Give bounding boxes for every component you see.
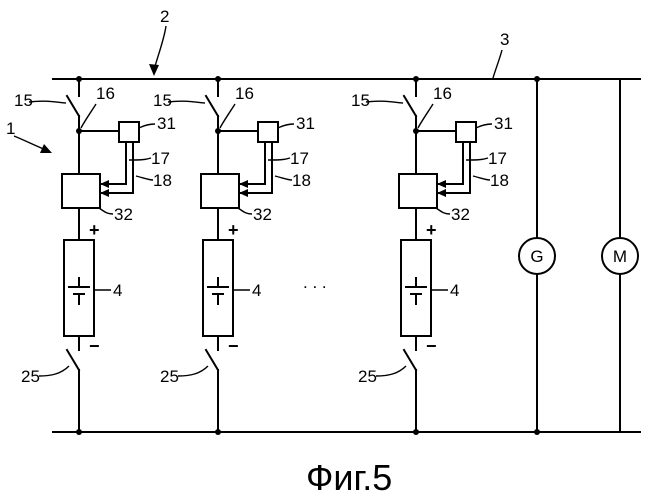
- arrow-18: [239, 189, 248, 197]
- leader-1: [14, 136, 46, 150]
- controller-32: [201, 174, 239, 208]
- battery-module: 15 16 31 17 18 32 4 25 + −: [14, 76, 176, 435]
- leader-18: [473, 176, 490, 180]
- label-15: 15: [351, 91, 370, 110]
- label-15: 15: [153, 91, 172, 110]
- label-plus: +: [228, 220, 239, 240]
- arrow-17: [239, 180, 248, 188]
- arrow-2: [149, 64, 159, 76]
- label-16: 16: [235, 84, 254, 103]
- signal-line-17: [240, 142, 265, 184]
- junction-top: [413, 76, 419, 82]
- label-31: 31: [494, 114, 513, 133]
- label-bus-3: 3: [500, 30, 509, 49]
- arrow-18: [100, 189, 109, 197]
- label-4: 4: [113, 281, 122, 300]
- junction-top: [215, 76, 221, 82]
- label-16: 16: [96, 84, 115, 103]
- label-minus: −: [228, 336, 239, 356]
- junction-bottom: [413, 429, 419, 435]
- battery-module: 15 16 31 17 18 32 4 25 + −: [351, 76, 513, 435]
- label-17: 17: [290, 149, 309, 168]
- label-32: 32: [253, 205, 272, 224]
- leader-25: [39, 366, 69, 376]
- generator-label: G: [530, 247, 543, 266]
- leader-31: [139, 124, 155, 128]
- label-15: 15: [14, 91, 33, 110]
- junction-bottom: [76, 429, 82, 435]
- leader-32: [99, 208, 113, 214]
- figure-caption: Фиг.5: [306, 457, 392, 498]
- leader-16: [418, 104, 433, 128]
- leader-18: [136, 176, 153, 180]
- controller-32: [62, 174, 100, 208]
- sensor-31: [456, 122, 476, 142]
- leader-15: [29, 101, 66, 103]
- leader-31: [278, 124, 294, 128]
- label-25: 25: [160, 367, 179, 386]
- label-minus: −: [89, 336, 100, 356]
- motor-label: M: [613, 247, 627, 266]
- label-32: 32: [451, 205, 470, 224]
- leader-15: [168, 101, 205, 103]
- signal-line-17: [101, 142, 126, 184]
- leader-15: [366, 101, 403, 103]
- battery-module: 15 16 31 17 18 32 4 25 + −: [153, 76, 315, 435]
- label-minus: −: [426, 336, 437, 356]
- label-system-2: 2: [160, 7, 169, 26]
- arrow-17: [100, 180, 109, 188]
- junction-top: [76, 76, 82, 82]
- label-18: 18: [292, 171, 311, 190]
- switch-15-blade: [67, 96, 79, 116]
- label-16: 16: [433, 84, 452, 103]
- leader-18: [275, 176, 292, 180]
- leader-2: [154, 26, 166, 70]
- controller-32: [399, 174, 437, 208]
- leader-25: [376, 366, 406, 376]
- junction-generator-top: [534, 76, 540, 82]
- leader-32: [436, 208, 450, 214]
- label-plus: +: [426, 220, 437, 240]
- sensor-31: [119, 122, 139, 142]
- junction-generator-bottom: [534, 429, 540, 435]
- signal-line-17: [438, 142, 463, 184]
- junction-bottom: [215, 429, 221, 435]
- label-18: 18: [153, 171, 172, 190]
- label-31: 31: [296, 114, 315, 133]
- label-4: 4: [450, 281, 459, 300]
- leader-3: [493, 50, 502, 78]
- label-25: 25: [21, 367, 40, 386]
- leader-31: [476, 124, 492, 128]
- switch-15-blade: [404, 96, 416, 116]
- arrow-18: [437, 189, 446, 197]
- label-plus: +: [89, 220, 100, 240]
- leader-25: [178, 366, 208, 376]
- label-18: 18: [490, 171, 509, 190]
- arrow-17: [437, 180, 446, 188]
- ellipsis: . . .: [303, 273, 327, 292]
- switch-15-blade: [206, 96, 218, 116]
- leader-16: [81, 104, 96, 128]
- label-32: 32: [114, 205, 133, 224]
- sensor-31: [258, 122, 278, 142]
- label-25: 25: [358, 367, 377, 386]
- label-17: 17: [488, 149, 507, 168]
- leader-16: [220, 104, 235, 128]
- label-31: 31: [157, 114, 176, 133]
- label-module-1: 1: [6, 119, 15, 138]
- label-4: 4: [252, 281, 261, 300]
- label-17: 17: [151, 149, 170, 168]
- leader-32: [238, 208, 252, 214]
